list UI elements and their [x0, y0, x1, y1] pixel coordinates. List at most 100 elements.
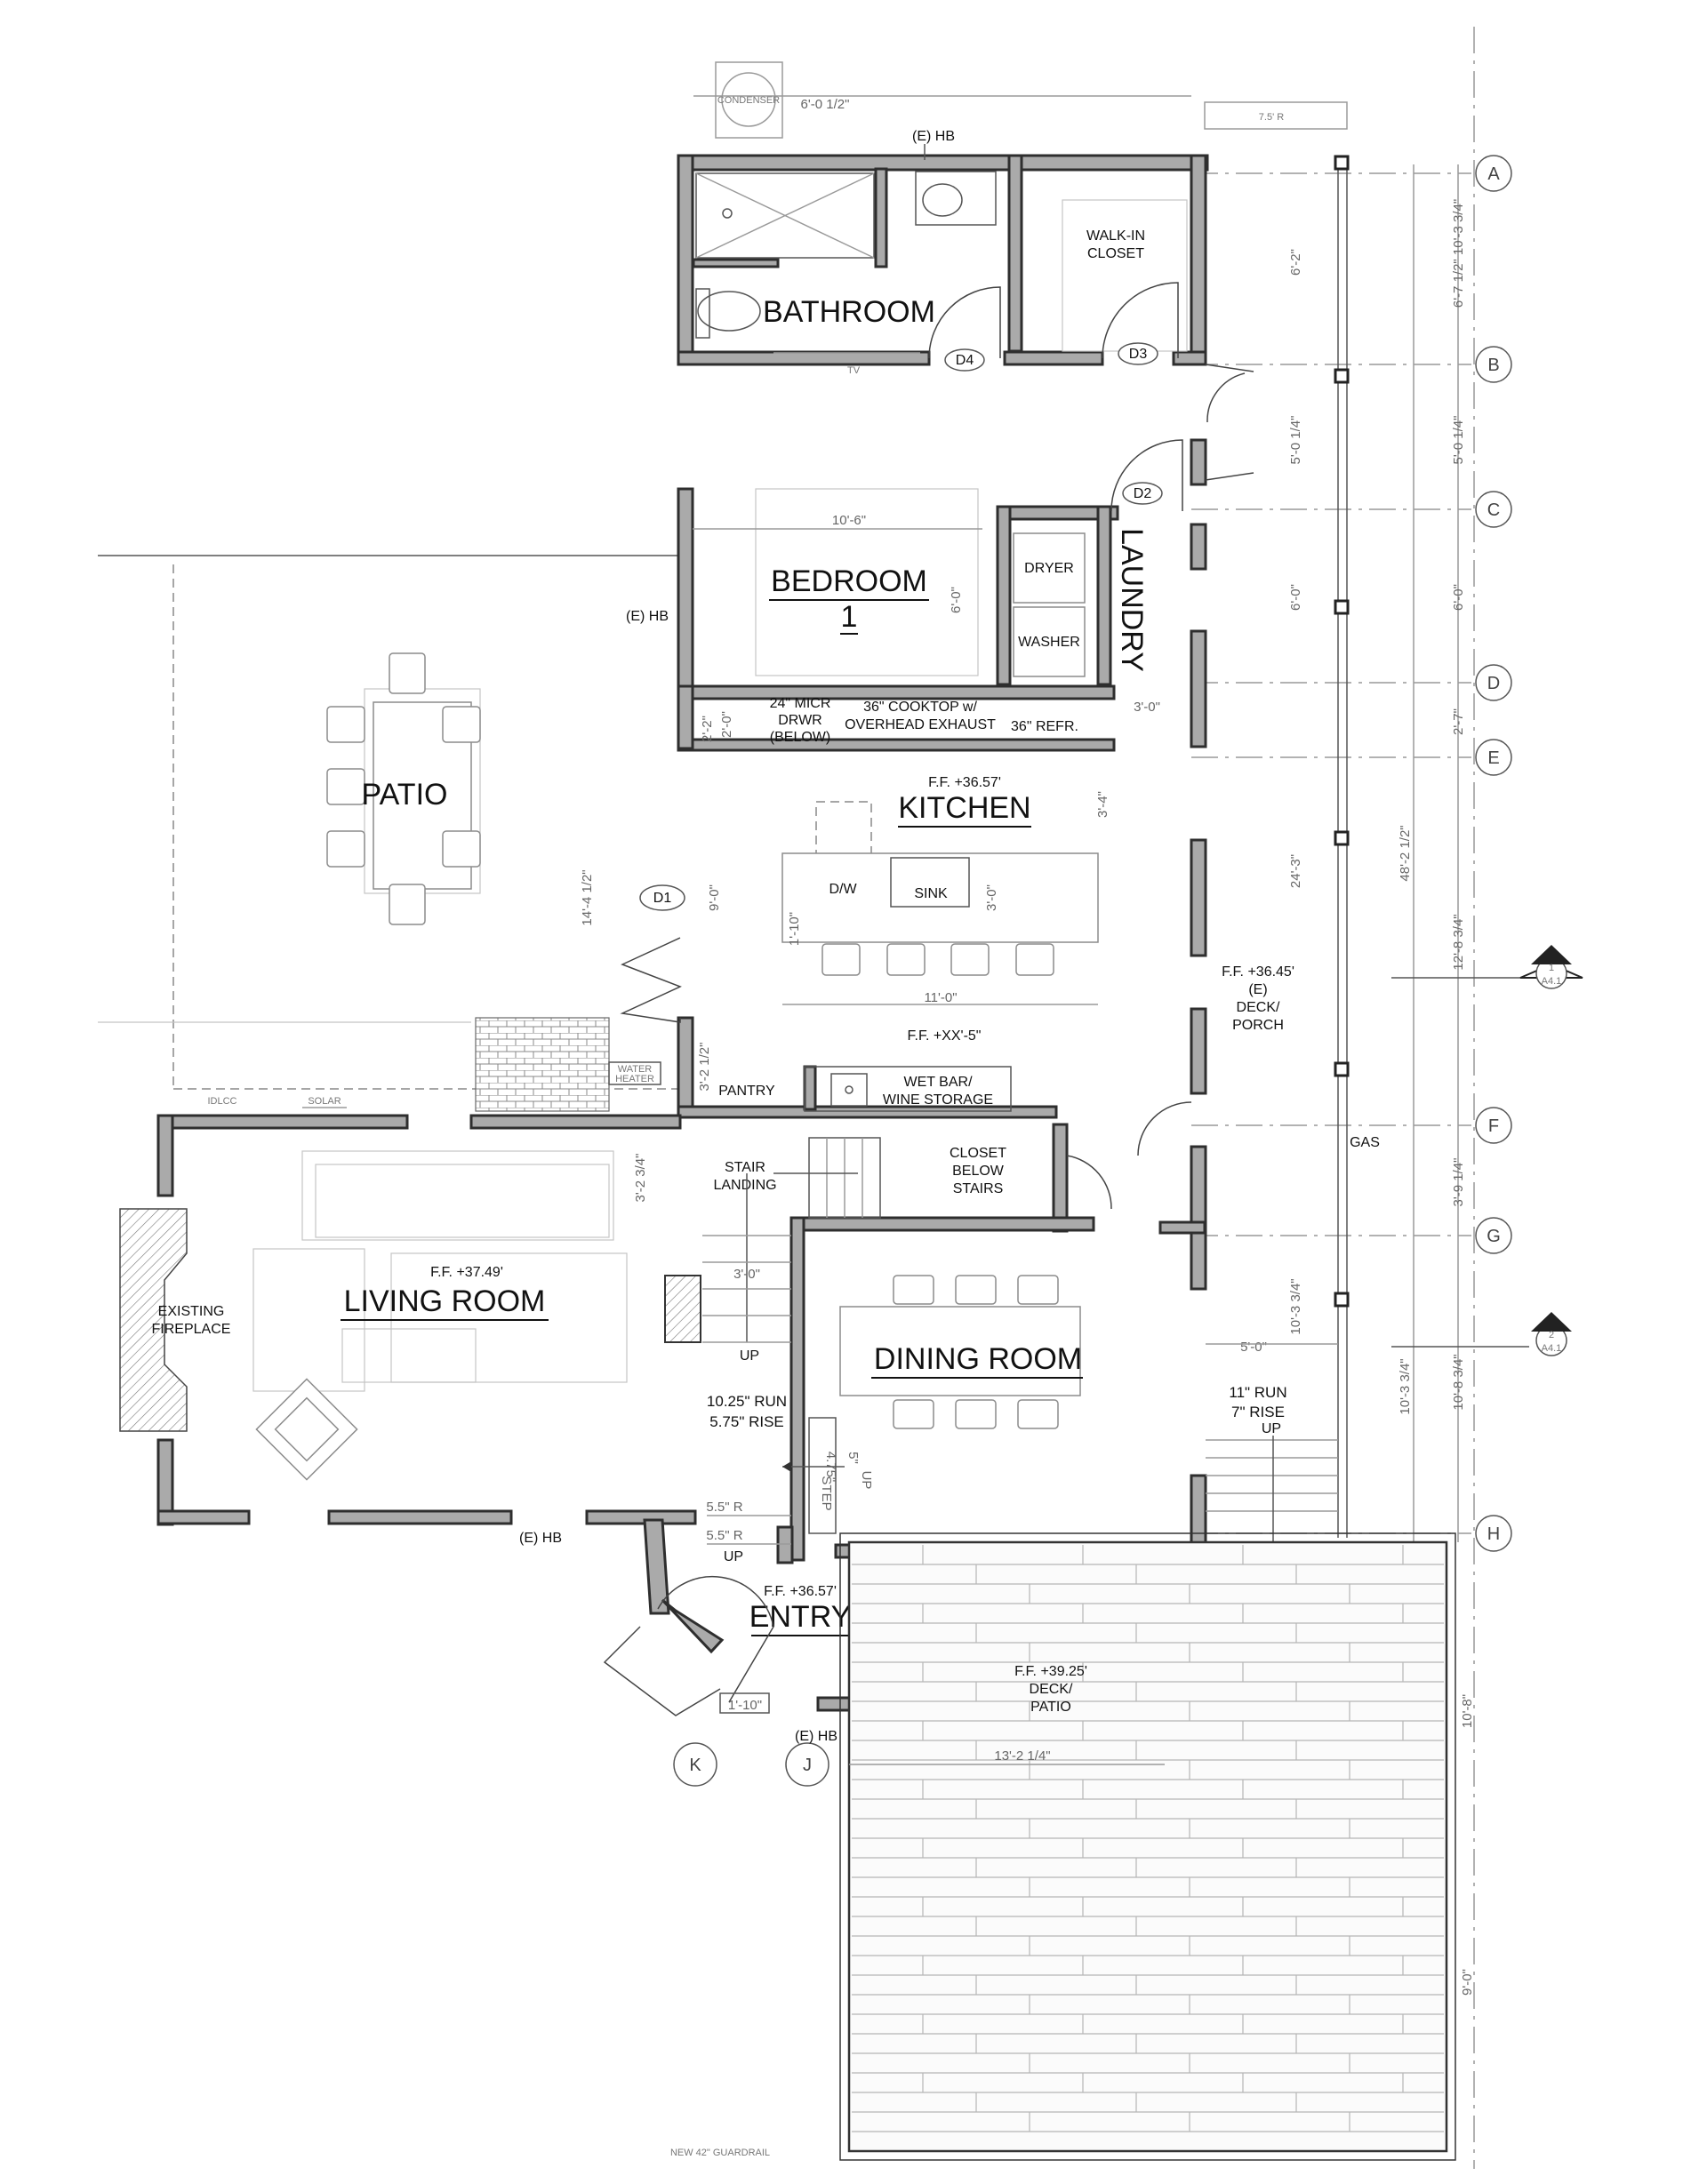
grid-bubble-c: C: [1475, 491, 1512, 528]
deck-stair: [1206, 1436, 1338, 1551]
ff-deck-e: F.F. +36.45': [1222, 964, 1294, 980]
rise-2: 7" RISE: [1231, 1404, 1285, 1420]
wetbar-label-1: WET BAR/: [903, 1075, 973, 1090]
dim-gh-v2: 10'-3 3/4": [1398, 1358, 1413, 1414]
micro-label-2: DRWR: [778, 713, 821, 728]
ff-living: F.F. +37.49': [430, 1265, 503, 1280]
stairs: STAIR LANDING 3'-0" UP 3'-2 3/4" CLOSET …: [633, 1137, 1112, 1364]
svg-text:D4: D4: [956, 353, 974, 368]
svg-text:D1: D1: [653, 891, 672, 906]
dim-counter-d2: 2'-0": [719, 711, 734, 738]
dim-ab: 6'-7 1/2" 10'-3 3/4": [1451, 199, 1466, 308]
dim-de: 2'-7": [1451, 708, 1466, 735]
closet-label-2: BELOW: [952, 1164, 1005, 1179]
dim-bed-w: 10'-6": [832, 513, 866, 528]
dim-living-v: 3'-2 3/4": [633, 1154, 648, 1203]
laundry: DRYER WASHER LAUNDRY 3'-0": [1013, 528, 1160, 715]
dim-fg: 3'-9 1/4": [1451, 1158, 1466, 1207]
dim-laundry-w: 3'-0": [1134, 700, 1160, 715]
svg-text:D/W: D/W: [829, 882, 857, 897]
dim-counter-d: 2'-2": [700, 716, 715, 742]
dim-dining-v: 5'-0": [1240, 1340, 1267, 1355]
dim-gh-v: 10'-3 3/4": [1288, 1278, 1303, 1334]
door-tag-d2: D2: [1122, 482, 1163, 505]
dim-deck-h2: 9'-0": [1460, 1969, 1475, 1996]
dim-total: 48'-2 1/2": [1398, 825, 1413, 881]
kitchen-label: KITCHEN: [898, 791, 1030, 825]
dim-gh: 10'-8 3/4": [1451, 1354, 1466, 1410]
micro-label-3: (BELOW): [770, 730, 830, 745]
section-marker-2: 2 A4.1: [1391, 1312, 1572, 1356]
deck-rail: [1334, 155, 1350, 1538]
dining-room: DINING ROOM 5'-0" 11" RUN 7" RISE UP: [839, 1275, 1338, 1551]
svg-text:STAIR: STAIR: [725, 1160, 765, 1175]
svg-text:2: 2: [1549, 1330, 1554, 1340]
laundry-label: LAUNDRY: [1115, 528, 1149, 672]
bathroom-label: BATHROOM: [763, 295, 935, 329]
section-marker-1: 1 A4.1: [1391, 945, 1583, 989]
svg-text:K: K: [689, 1756, 701, 1775]
closet-label-1: CLOSET: [950, 1146, 1006, 1161]
entry-up: UP: [724, 1549, 743, 1564]
micro-label-1: 24" MICR: [770, 696, 831, 711]
dim-walkin-h: 6'-2": [1288, 249, 1303, 276]
grid-bubble-k: K: [673, 1742, 717, 1787]
ff-entry: F.F. +36.57': [764, 1584, 837, 1599]
run-1: 10.25" RUN: [707, 1393, 787, 1410]
existing-fireplace: EXISTING FIREPLACE: [119, 1208, 230, 1432]
bedroom: 10'-6" 6'-0" BEDROOM 1 (E) HB D2: [626, 439, 1183, 676]
door-tag-d1: D1: [639, 884, 685, 911]
kitchen: F.F. +36.57' KITCHEN D/W SINK 3'-0" 3'-4…: [620, 775, 1110, 1044]
kitchen-island: [781, 852, 1099, 943]
svg-text:F: F: [1488, 1116, 1499, 1136]
svg-text:D3: D3: [1129, 347, 1148, 362]
grid-bubble-b: B: [1475, 346, 1512, 383]
svg-text:(E): (E): [1248, 982, 1267, 997]
e-hb-living: (E) HB: [519, 1531, 562, 1546]
grid-bubble-f: F: [1475, 1107, 1512, 1144]
door-tag-d3: D3: [1118, 342, 1158, 365]
brick-paving: [475, 1017, 610, 1112]
deck-label-1: DECK/: [1030, 1682, 1073, 1697]
svg-text:A4.1: A4.1: [1542, 1343, 1562, 1354]
guardrail-label: NEW 42" GUARDRAIL: [670, 2148, 770, 2158]
dim-entry: 1'-10": [728, 1698, 762, 1713]
living-room-label: LIVING ROOM: [344, 1284, 546, 1318]
dim-bc-door: 5'-0 1/4": [1288, 416, 1303, 465]
grid-lines: [1191, 27, 1475, 2169]
dim-bc: 5'-0 1/4": [1451, 416, 1466, 465]
run-2: 11" RUN: [1229, 1384, 1286, 1401]
patio-chairs: [326, 652, 481, 925]
e-hb-bedroom: (E) HB: [626, 609, 669, 624]
dim-deck-w: 13'-2 1/4": [994, 1748, 1050, 1764]
deck-porch: F.F. +36.45' (E) DECK/ PORCH GAS: [1137, 964, 1380, 1156]
dim-island-l: 11'-0": [924, 990, 957, 1005]
dim-kitchen-v: 9'-0": [707, 884, 722, 911]
e-hb-top: (E) HB: [912, 129, 955, 144]
svg-text:WASHER: WASHER: [1018, 635, 1080, 650]
dim-deck-v: 24'-3": [1288, 854, 1303, 888]
grid-bubble-g: G: [1475, 1217, 1512, 1254]
svg-text:A4.1: A4.1: [1542, 976, 1562, 987]
pantry-wetbar: PANTRY WET BAR/ WINE STORAGE 3'-2 1/2": [697, 1043, 1012, 1112]
dim-75: 7.5' R: [1259, 112, 1284, 123]
dim-bed-h: 6'-0": [949, 587, 964, 613]
dim-stair-w: 3'-0": [733, 1267, 760, 1282]
grid-bubble-e: E: [1475, 739, 1512, 776]
armchair: [255, 1378, 358, 1481]
svg-text:CONDENSER: CONDENSER: [717, 95, 780, 106]
bedroom-label: BEDROOM: [771, 564, 927, 598]
deck-boards: [852, 1545, 1444, 2132]
dining-room-label: DINING ROOM: [874, 1342, 1082, 1376]
dim-patio-v: 14'-4 1/2": [580, 869, 595, 925]
right-dimensions: 6'-7 1/2" 10'-3 3/4" 5'-0 1/4" 6'-0" 2'-…: [1288, 199, 1475, 1996]
grid-bubbles: A B C D E F G H I J K: [673, 155, 1512, 1787]
refr-label: 36" REFR.: [1011, 719, 1078, 734]
step-label: STEP: [819, 1476, 834, 1510]
dim-ef: 12'-8 3/4": [1451, 914, 1466, 970]
living-room: F.F. +37.49' LIVING ROOM EXISTING FIREPL…: [119, 1150, 628, 1546]
step-up: UP: [859, 1471, 874, 1490]
svg-text:A: A: [1487, 164, 1500, 184]
door-tag-d4: D4: [944, 348, 985, 372]
